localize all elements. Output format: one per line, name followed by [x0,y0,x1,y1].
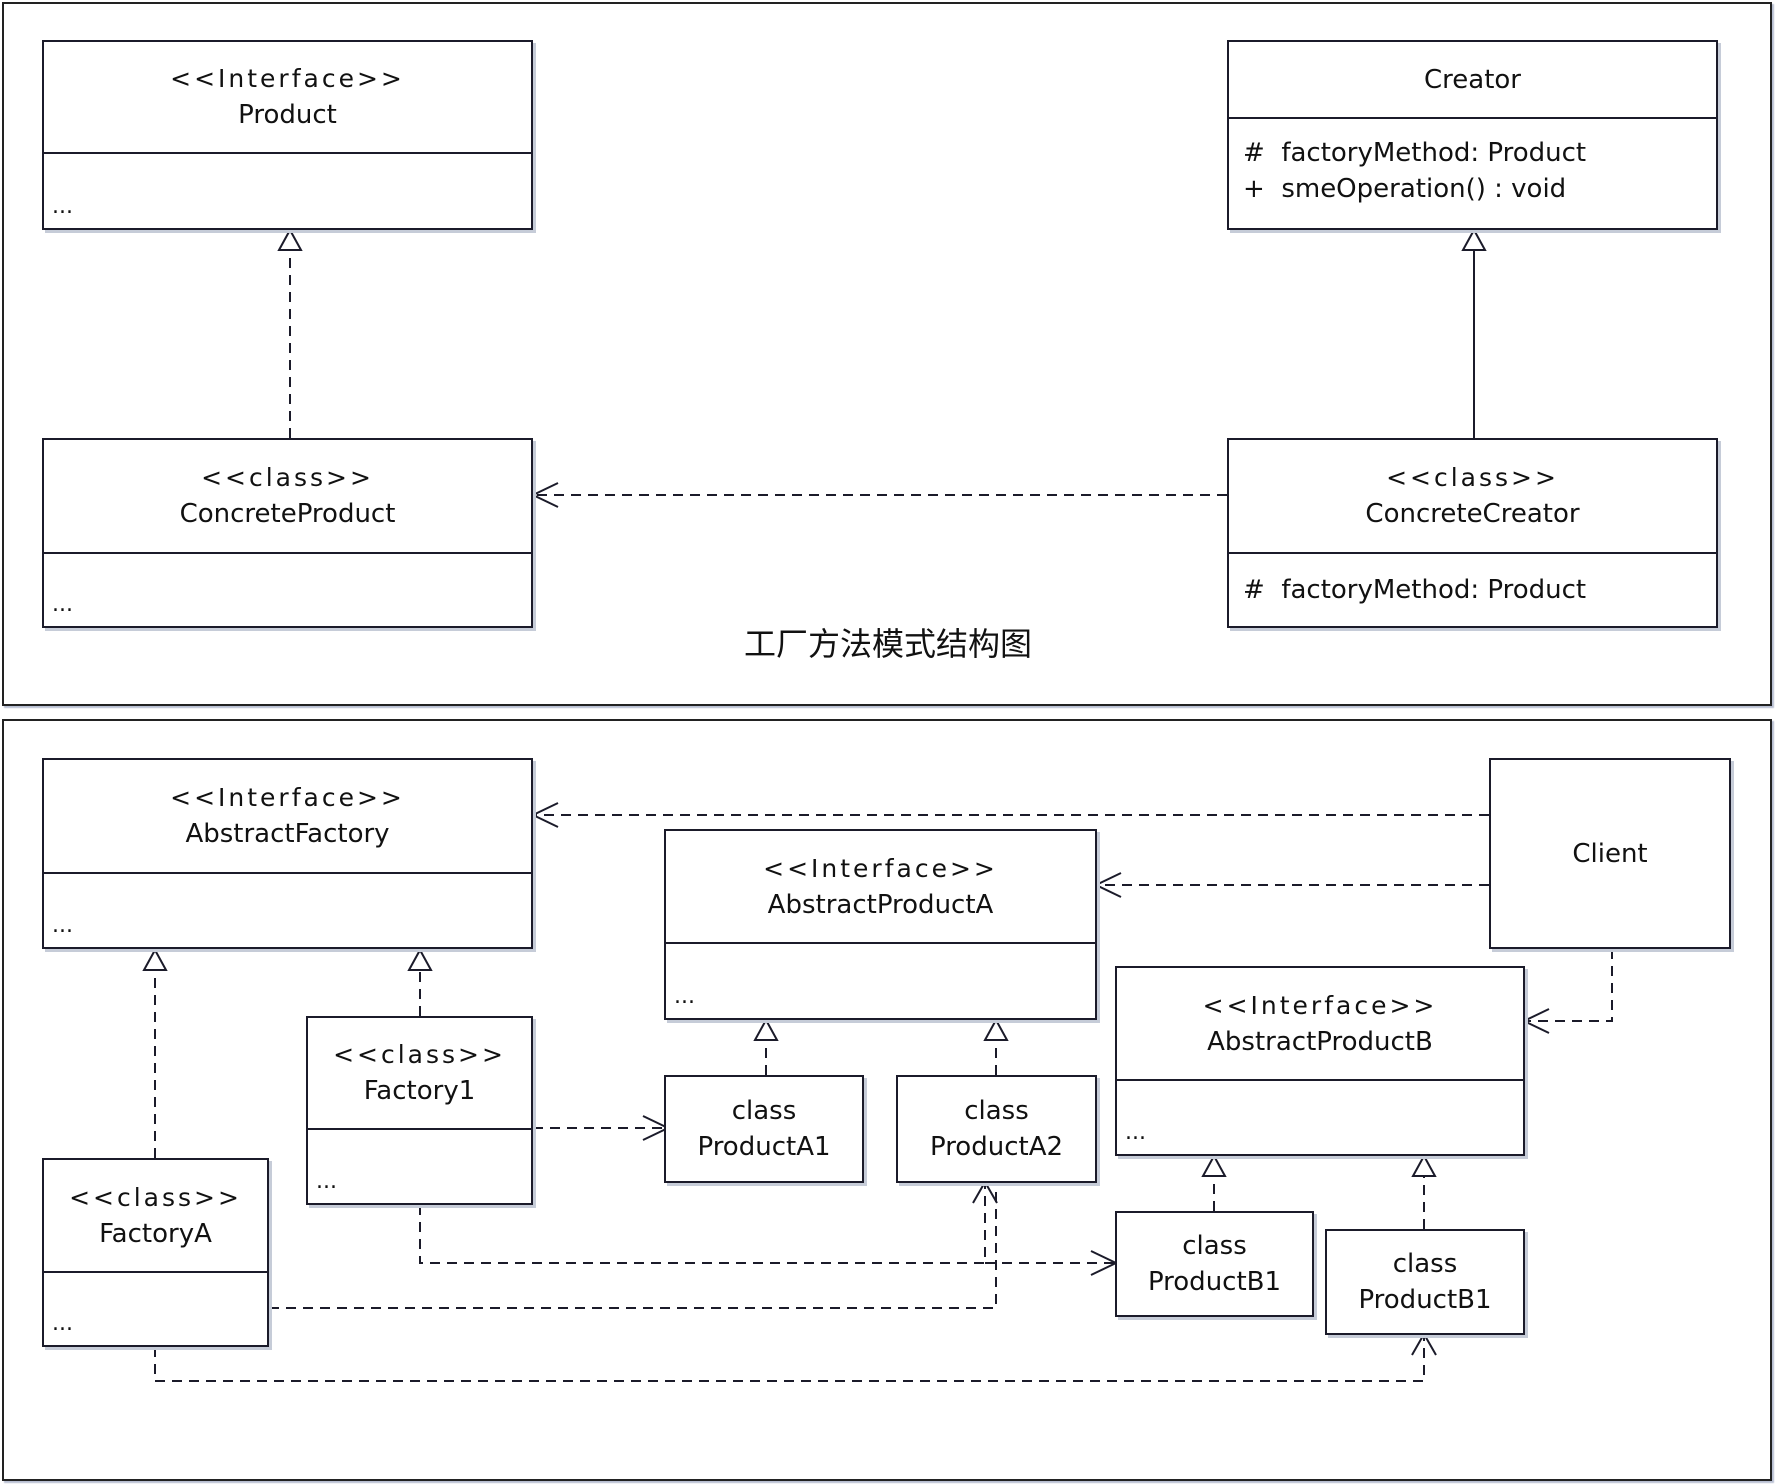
factory-a-box: <<class>> FactoryA ... [42,1158,269,1347]
class-name: AbstractProductA [767,889,994,920]
class-header: Creator [1229,42,1716,119]
product-interface-box: <<Interface>> Product ... [42,40,533,230]
members-ellipsis: ... [52,1311,73,1336]
class-name: ConcreteProduct [179,499,396,529]
class-body: # factoryMethod: Product [1229,554,1716,626]
abstract-factory-interface-box: <<Interface>> AbstractFactory ... [42,758,533,949]
stereotype-label: <<Interface>> [170,783,405,812]
class-name: ConcreteCreator [1365,499,1580,529]
class-body: # factoryMethod: Product + smeOperation(… [1229,119,1716,228]
class-header: <<Interface>> AbstractProductB [1117,968,1523,1081]
members-ellipsis: ... [1125,1120,1146,1145]
members-ellipsis: ... [52,592,73,617]
member-factory-method: # factoryMethod: Product [1243,575,1587,605]
class-name: Client [1572,838,1648,869]
class-body: ... [44,874,531,947]
class-header: <<class>> ConcreteProduct [44,440,531,554]
product-a2-box: class ProductA2 [896,1075,1097,1183]
stereotype-label: <<class>> [201,463,374,492]
class-name: ProductA1 [697,1132,831,1162]
members-ellipsis: ... [674,984,695,1009]
stereotype-label: <<class>> [69,1182,242,1212]
class-header: <<Interface>> AbstractFactory [44,760,531,874]
class-body: ... [44,554,531,626]
class-name: ProductB1 [1358,1285,1492,1315]
concrete-creator-box: <<class>> ConcreteCreator # factoryMetho… [1227,438,1718,628]
class-header: <<class>> ConcreteCreator [1229,440,1716,554]
class-name: Factory1 [363,1076,476,1106]
abstract-product-a-interface-box: <<Interface>> AbstractProductA ... [664,829,1097,1020]
product-b1-right-box: class ProductB1 [1325,1229,1525,1335]
class-body: ... [1117,1081,1523,1154]
class-header: <<class>> FactoryA [44,1160,267,1273]
client-box: Client [1489,758,1731,949]
class-header: <<Interface>> AbstractProductA [666,831,1095,944]
class-keyword: class [1182,1231,1247,1261]
stereotype-label: <<class>> [333,1040,506,1069]
stereotype-label: <<Interface>> [763,853,998,883]
class-body: ... [44,1273,267,1345]
stereotype-label: <<class>> [1386,463,1559,492]
class-name: Creator [1424,64,1521,95]
members-ellipsis: ... [52,194,73,219]
class-keyword: class [964,1096,1029,1126]
product-b1-left-box: class ProductB1 [1115,1211,1314,1317]
factory1-box: <<class>> Factory1 ... [306,1016,533,1205]
class-name: ProductB1 [1147,1267,1282,1297]
class-body: ... [44,154,531,228]
member-sme-operation: + smeOperation() : void [1243,174,1567,204]
class-name: Product [238,100,337,130]
class-header: <<class>> Factory1 [308,1018,531,1130]
class-body: ... [308,1130,531,1203]
class-name: AbstractFactory [185,819,390,849]
abstract-product-b-interface-box: <<Interface>> AbstractProductB ... [1115,966,1525,1156]
class-name: AbstractProductB [1207,1026,1433,1057]
concrete-product-box: <<class>> ConcreteProduct ... [42,438,533,628]
class-name: ProductA2 [929,1132,1064,1162]
class-keyword: class [1392,1249,1458,1279]
class-keyword: class [731,1096,797,1126]
class-body: ... [666,944,1095,1018]
creator-box: Creator # factoryMethod: Product + smeOp… [1227,40,1718,230]
stereotype-label: <<Interface>> [1202,990,1438,1020]
class-name: FactoryA [99,1218,212,1249]
members-ellipsis: ... [316,1169,337,1194]
product-a1-box: class ProductA1 [664,1075,864,1183]
member-factory-method: # factoryMethod: Product [1243,138,1587,168]
members-ellipsis: ... [52,913,73,938]
class-header: <<Interface>> Product [44,42,531,154]
stereotype-label: <<Interface>> [170,64,405,93]
diagram-caption: 工厂方法模式结构图 [743,625,1032,663]
